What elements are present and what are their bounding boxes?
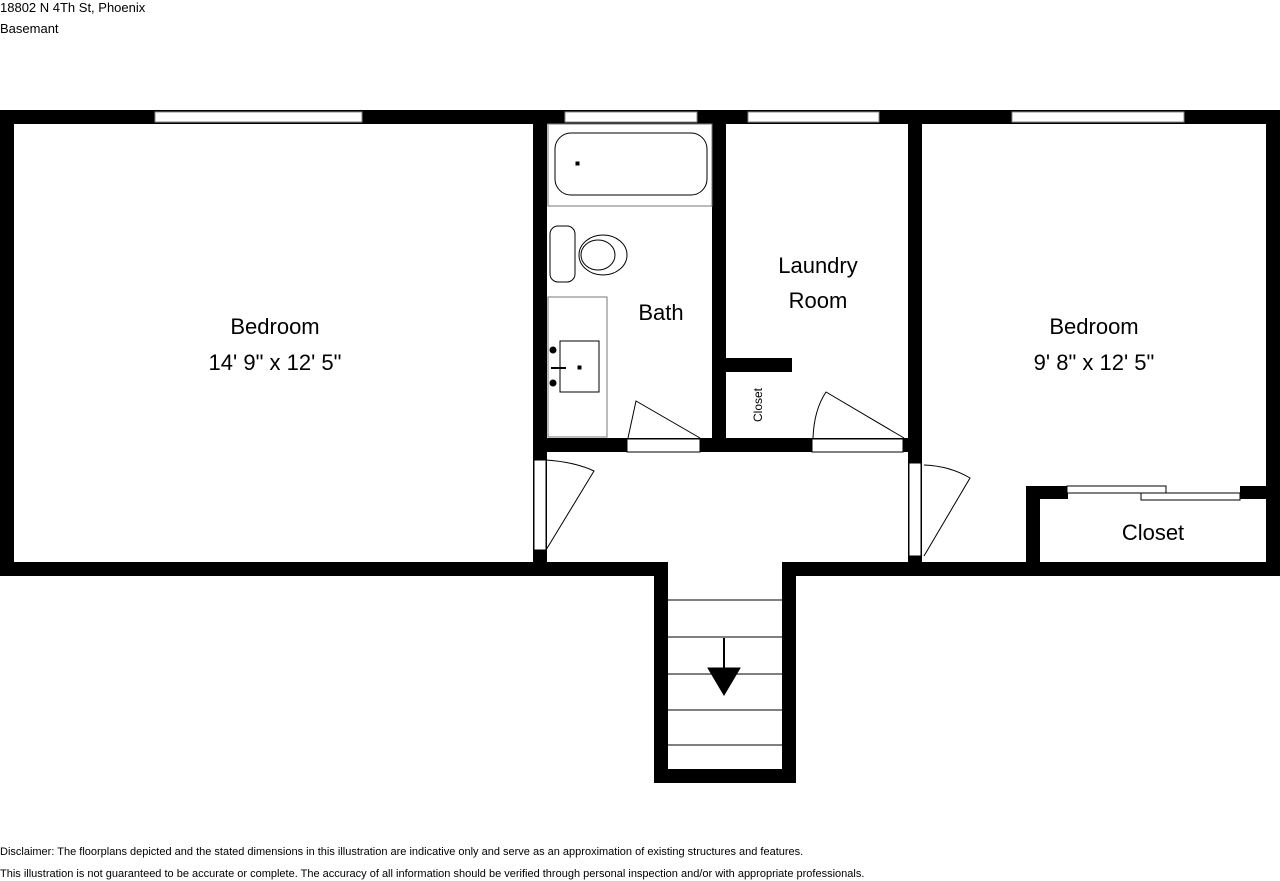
door-opening: [908, 462, 922, 557]
door-swing: [545, 459, 595, 551]
faucet-handle-icon: [549, 379, 557, 387]
faucet-handle-icon: [549, 346, 557, 354]
disclaimer-line-2: This illustration is not guaranteed to b…: [0, 868, 865, 880]
room-dimensions: 14' 9" x 12' 5": [209, 350, 342, 375]
window: [747, 111, 880, 123]
doors: [533, 391, 1241, 557]
disclaimer-line-1: Disclaimer: The floorplans depicted and …: [0, 846, 804, 858]
door-opening: [533, 459, 547, 551]
wall-closet: [712, 358, 792, 372]
fixtures: [547, 123, 713, 438]
room-name: Closet: [751, 387, 765, 422]
door-opening: [626, 438, 701, 453]
wall-closet-right-top-a: [1026, 486, 1068, 499]
window: [154, 111, 363, 123]
sink-drain-icon: [577, 365, 582, 370]
window: [1011, 111, 1185, 123]
property-address: 18802 N 4Th St, Phoenix: [0, 0, 146, 15]
room-name: Closet: [1122, 520, 1184, 545]
room-name: Bath: [638, 300, 683, 325]
wall-closet-right-side: [1026, 486, 1040, 576]
room-name: Laundry: [778, 253, 858, 278]
toilet-tank-icon: [549, 225, 576, 283]
sliding-door: [1140, 492, 1241, 501]
wall-laundry-bedroom: [908, 110, 922, 576]
room-name: Bedroom: [1049, 314, 1138, 339]
room-name: Bedroom: [230, 314, 319, 339]
room-dimensions: 9' 8" x 12' 5": [1034, 350, 1155, 375]
sliding-door: [1066, 485, 1167, 494]
room-name: Room: [789, 288, 848, 313]
wall-stair-left: [654, 562, 668, 783]
wall-closet-right-top-b: [1240, 486, 1266, 499]
bathtub-icon: [554, 132, 708, 196]
door-swing: [627, 400, 701, 439]
bathtub-frame: [547, 123, 713, 207]
floor-name: Basemant: [0, 21, 59, 36]
wall-bottom-left: [0, 562, 668, 576]
stairs: [668, 599, 782, 746]
wall-stair-right: [782, 562, 796, 783]
door-swing: [923, 464, 971, 557]
door-opening: [811, 438, 904, 453]
bathtub-drain-icon: [575, 161, 580, 166]
door-swing: [812, 391, 905, 439]
wall-left: [0, 110, 14, 576]
wall-bath-laundry: [712, 110, 726, 452]
windows: [154, 111, 1185, 123]
wall-stair-bottom: [654, 769, 796, 783]
toilet-seat-icon: [580, 239, 616, 271]
vanity-icon: [547, 296, 608, 438]
stair-down-arrow-icon: [707, 667, 741, 696]
window: [564, 111, 698, 123]
wall-right: [1266, 110, 1280, 576]
